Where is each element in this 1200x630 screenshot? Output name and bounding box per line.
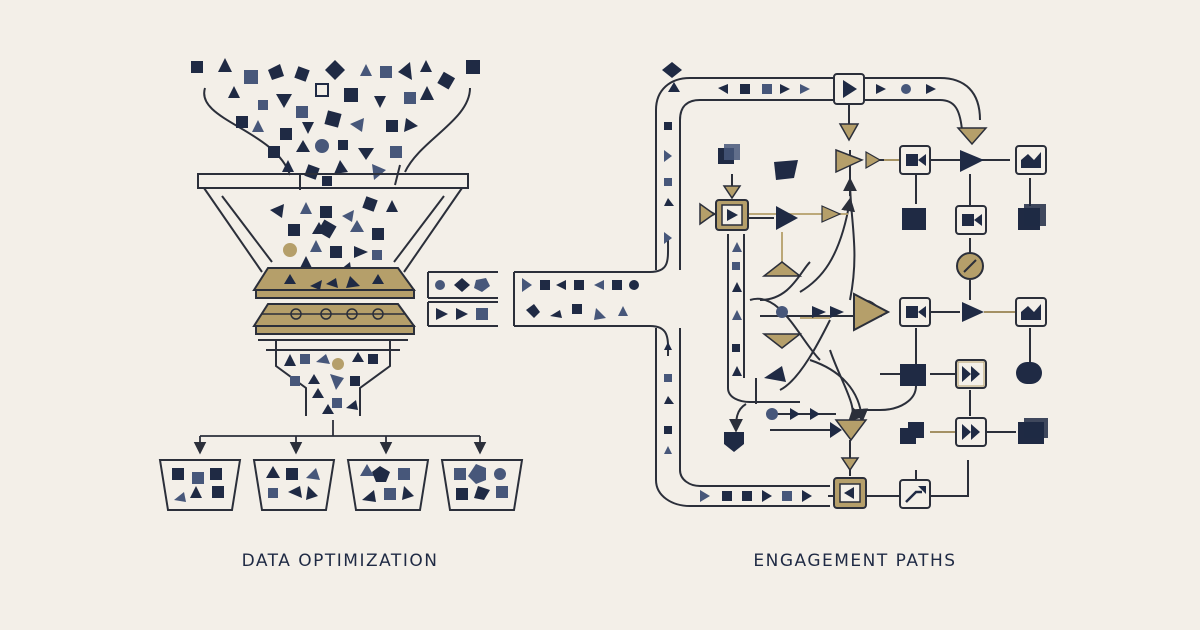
video-node-3 bbox=[899, 297, 931, 327]
engagement-paths-diagram bbox=[513, 62, 1048, 509]
play-node-top bbox=[833, 73, 865, 142]
chart-node-1 bbox=[1015, 145, 1047, 175]
outer-loop-tube bbox=[655, 77, 981, 507]
funnel bbox=[197, 173, 469, 416]
filter-outflow-top bbox=[427, 271, 498, 299]
rewind-node bbox=[828, 457, 867, 509]
video-node-2 bbox=[955, 205, 987, 235]
data-optimization-caption: DATA OPTIMIZATION bbox=[241, 551, 439, 571]
gauge-node bbox=[956, 252, 984, 280]
flow-shapes bbox=[718, 144, 1048, 452]
bucket-1 bbox=[158, 459, 242, 511]
bucket-4 bbox=[440, 459, 524, 511]
outer-loop-shapes bbox=[664, 82, 936, 502]
chart-node-2 bbox=[1015, 297, 1047, 327]
video-node-1 bbox=[899, 145, 931, 175]
bucket-2 bbox=[252, 459, 336, 511]
engagement-paths-caption: ENGAGEMENT PATHS bbox=[753, 551, 957, 571]
entry-tube bbox=[513, 239, 670, 357]
fast-forward-node-2 bbox=[955, 417, 987, 447]
central-play-node bbox=[699, 174, 749, 231]
data-optimization-diagram bbox=[158, 58, 524, 511]
gold-funnel-top-right bbox=[956, 127, 988, 146]
start-diamond bbox=[662, 62, 682, 78]
filtered-shapes bbox=[284, 352, 378, 414]
growth-node bbox=[899, 470, 931, 509]
bucket-3 bbox=[346, 459, 430, 511]
gold-connectors bbox=[748, 159, 1016, 433]
distribution-arrows bbox=[193, 420, 487, 455]
filter-layer-bottom bbox=[252, 303, 416, 335]
fast-forward-node-1 bbox=[955, 359, 987, 389]
funnel-inner-shapes bbox=[270, 196, 398, 276]
filter-layer-top bbox=[252, 267, 416, 299]
filter-outflow-bottom bbox=[427, 301, 498, 327]
incoming-data-shapes bbox=[191, 58, 480, 186]
